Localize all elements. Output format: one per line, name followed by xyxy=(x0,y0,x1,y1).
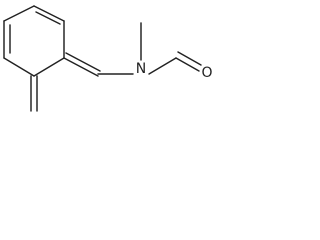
bond-ring-1-inner xyxy=(35,11,61,25)
ring xyxy=(3,5,65,77)
bond-n-to-c xyxy=(148,57,177,75)
formyl-group xyxy=(148,51,202,75)
bond-exocyclic-double-b xyxy=(65,52,101,72)
bond-ring-3 xyxy=(33,57,65,77)
bond-c-double-o-a xyxy=(175,57,200,72)
bond-ring-6 xyxy=(3,5,35,22)
vinyl-linker xyxy=(63,52,134,77)
methylidene-group xyxy=(30,75,38,112)
bond-c-double-o-b xyxy=(177,51,202,66)
bond-ring-1 xyxy=(33,5,65,22)
atom-label-oxygen: O xyxy=(201,65,212,81)
bond-ring-4 xyxy=(3,57,35,77)
atom-label-nitrogen: N xyxy=(136,61,146,77)
chemical-structure-diagram: N O xyxy=(3,5,213,112)
bond-exocyclic-double-a xyxy=(63,57,99,77)
